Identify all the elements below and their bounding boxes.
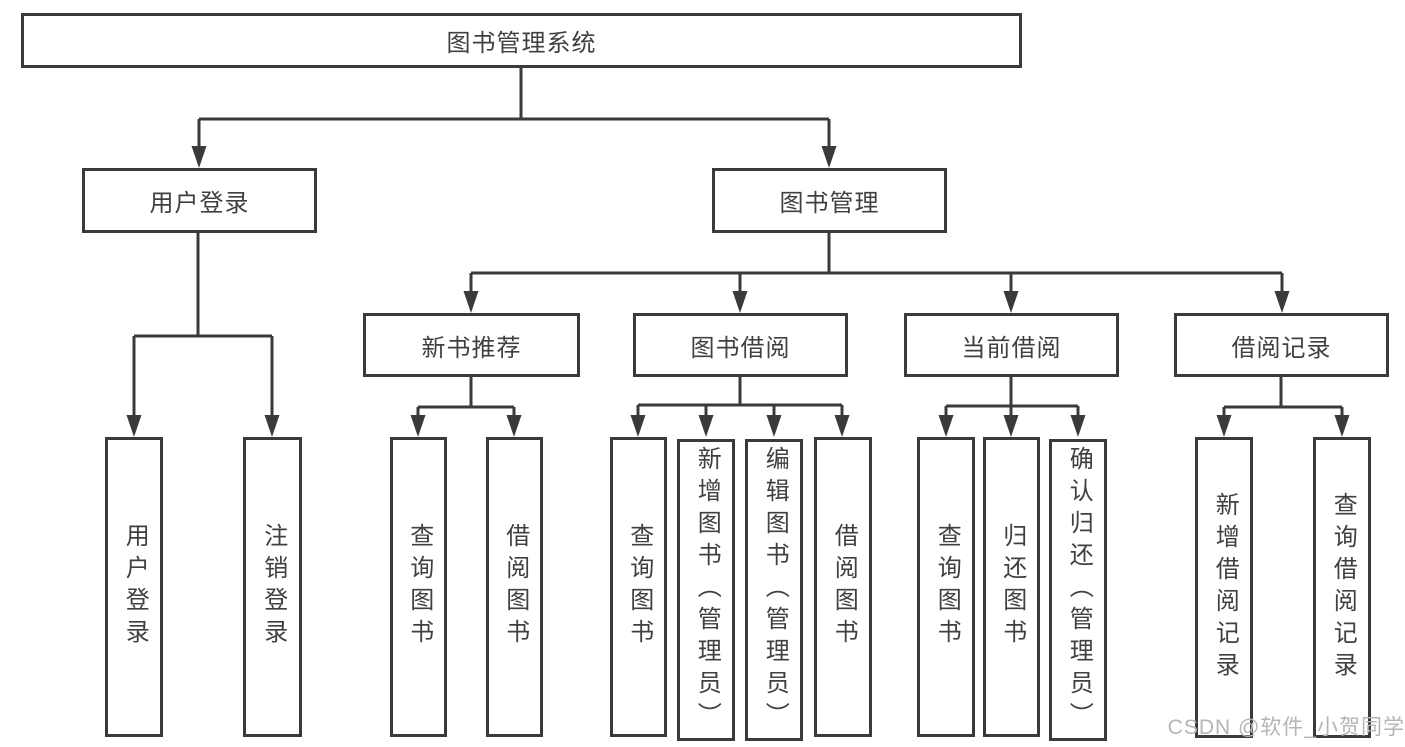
leaf-label: 新增图书（管理员）: [693, 446, 721, 734]
leaf-label: 借阅图书: [830, 523, 858, 651]
node-leaf-query-books-1: 查询图书: [390, 437, 447, 737]
arrow-icon: [1070, 415, 1086, 437]
arrow-icon: [1334, 415, 1350, 437]
node-leaf-user-login: 用户登录: [105, 437, 163, 737]
node-library-management-system: 图书管理系统: [21, 13, 1022, 68]
leaf-label: 查询图书: [933, 523, 961, 651]
node-book-management: 图书管理: [712, 168, 947, 233]
node-leaf-query-books-3: 查询图书: [917, 437, 975, 737]
node-leaf-query-books-2: 查询图书: [610, 437, 667, 737]
leaf-label: 借阅图书: [501, 523, 529, 651]
arrow-icon: [191, 146, 207, 168]
node-leaf-query-borrow-record: 查询借阅记录: [1313, 437, 1371, 738]
leaf-label: 查询借阅记录: [1329, 491, 1357, 684]
arrow-icon: [1216, 415, 1232, 437]
node-user-login-group: 用户登录: [82, 168, 317, 233]
node-leaf-edit-book-admin: 编辑图书（管理员）: [745, 439, 803, 741]
node-leaf-confirm-return-admin: 确认归还（管理员）: [1049, 439, 1107, 741]
arrow-icon: [834, 415, 850, 437]
node-new-book-recommendation: 新书推荐: [363, 313, 580, 377]
node-book-borrowing: 图书借阅: [633, 313, 848, 377]
arrow-icon: [410, 415, 426, 437]
node-leaf-add-borrow-record: 新增借阅记录: [1195, 437, 1253, 738]
arrowheads: [126, 146, 1350, 437]
arrow-icon: [1003, 415, 1019, 437]
arrow-icon: [821, 146, 837, 168]
leaf-label: 确认归还（管理员）: [1065, 446, 1093, 734]
arrow-icon: [766, 415, 782, 437]
leaf-label: 查询图书: [405, 523, 433, 651]
leaf-label: 注销登录: [259, 523, 287, 651]
arrow-icon: [463, 291, 479, 313]
node-leaf-logout: 注销登录: [243, 437, 302, 737]
node-leaf-return-books: 归还图书: [983, 437, 1040, 737]
node-leaf-borrow-books-2: 借阅图书: [814, 437, 872, 737]
leaf-label: 归还图书: [998, 523, 1026, 651]
leaf-label: 用户登录: [121, 523, 149, 651]
arrow-icon: [938, 415, 954, 437]
arrow-icon: [264, 415, 280, 437]
arrow-icon: [1274, 291, 1290, 313]
leaf-label: 编辑图书（管理员）: [761, 446, 789, 734]
node-current-borrowing: 当前借阅: [904, 313, 1119, 377]
arrow-icon: [630, 415, 646, 437]
node-leaf-add-book-admin: 新增图书（管理员）: [677, 439, 735, 741]
arrow-icon: [506, 415, 522, 437]
node-borrowing-records: 借阅记录: [1174, 313, 1389, 377]
node-leaf-borrow-books-1: 借阅图书: [486, 437, 543, 737]
arrow-icon: [1003, 291, 1019, 313]
arrow-icon: [698, 415, 714, 437]
watermark: CSDN @软件_小贺同学: [1167, 716, 1405, 739]
arrow-icon: [732, 291, 748, 313]
leaf-label: 新增借阅记录: [1211, 491, 1239, 684]
leaf-label: 查询图书: [625, 523, 653, 651]
arrow-icon: [126, 415, 142, 437]
